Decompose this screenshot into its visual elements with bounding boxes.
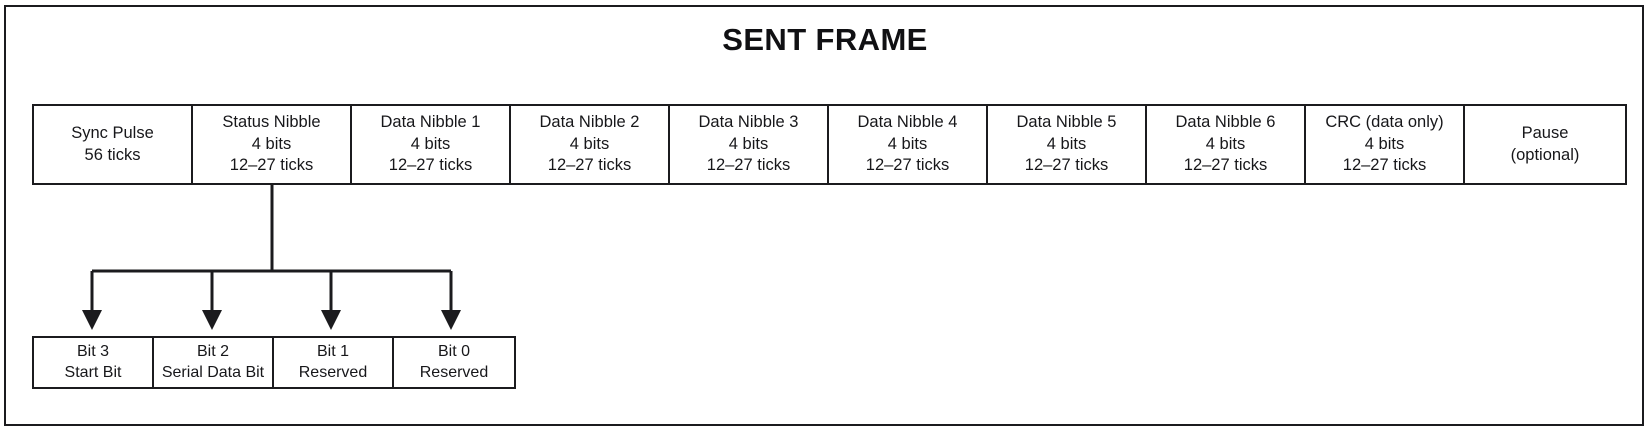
- frame-cell-ticks: 12–27 ticks: [706, 156, 791, 175]
- frame-cell-name: Data Nibble 5: [1016, 113, 1117, 132]
- frame-cell-name: Status Nibble: [222, 113, 321, 132]
- frame-cell-crc[interactable]: CRC (data only) 4 bits 12–27 ticks: [1306, 106, 1465, 183]
- frame-cell-data-nibble-2[interactable]: Data Nibble 2 4 bits 12–27 ticks: [511, 106, 670, 183]
- frame-cell-bits: 4 bits: [728, 134, 769, 153]
- frame-cell-name: Sync Pulse: [71, 124, 154, 143]
- frame-cell-bits: (optional): [1510, 145, 1580, 164]
- frame-cell-bits: 4 bits: [569, 134, 610, 153]
- frame-cell-data-nibble-4[interactable]: Data Nibble 4 4 bits 12–27 ticks: [829, 106, 988, 183]
- sent-frame-row: Sync Pulse 56 ticks Status Nibble 4 bits…: [32, 104, 1627, 185]
- frame-cell-bits: 56 ticks: [84, 145, 141, 164]
- frame-cell-ticks: 12–27 ticks: [1183, 156, 1268, 175]
- frame-cell-name: Pause: [1521, 124, 1569, 143]
- frame-cell-sync-pulse[interactable]: Sync Pulse 56 ticks: [34, 106, 193, 183]
- frame-cell-bits: 4 bits: [1046, 134, 1087, 153]
- frame-cell-name: Data Nibble 4: [857, 113, 958, 132]
- status-nibble-bit-row: Bit 3 Start Bit Bit 2 Serial Data Bit Bi…: [32, 336, 516, 389]
- page-title: SENT FRAME: [722, 22, 928, 57]
- frame-cell-bits: 4 bits: [1205, 134, 1246, 153]
- frame-cell-data-nibble-5[interactable]: Data Nibble 5 4 bits 12–27 ticks: [988, 106, 1147, 183]
- bit-role-label: Serial Data Bit: [161, 363, 265, 381]
- frame-cell-data-nibble-1[interactable]: Data Nibble 1 4 bits 12–27 ticks: [352, 106, 511, 183]
- bit-role-label: Reserved: [298, 363, 368, 381]
- frame-cell-ticks: 12–27 ticks: [865, 156, 950, 175]
- frame-cell-name: Data Nibble 1: [380, 113, 481, 132]
- frame-cell-bits: 4 bits: [410, 134, 451, 153]
- frame-cell-ticks: 12–27 ticks: [388, 156, 473, 175]
- frame-cell-data-nibble-3[interactable]: Data Nibble 3 4 bits 12–27 ticks: [670, 106, 829, 183]
- frame-cell-name: Data Nibble 2: [539, 113, 640, 132]
- bit-cell-bit-1[interactable]: Bit 1 Reserved: [274, 338, 394, 387]
- frame-cell-name: CRC (data only): [1325, 113, 1444, 132]
- frame-cell-bits: 4 bits: [251, 134, 292, 153]
- bit-cell-bit-3[interactable]: Bit 3 Start Bit: [34, 338, 154, 387]
- bit-index-label: Bit 3: [76, 343, 109, 361]
- frame-cell-bits: 4 bits: [887, 134, 928, 153]
- bit-role-label: Reserved: [419, 363, 489, 381]
- frame-cell-data-nibble-6[interactable]: Data Nibble 6 4 bits 12–27 ticks: [1147, 106, 1306, 183]
- frame-cell-status-nibble[interactable]: Status Nibble 4 bits 12–27 ticks: [193, 106, 352, 183]
- bit-cell-bit-0[interactable]: Bit 0 Reserved: [394, 338, 514, 387]
- frame-cell-ticks: 12–27 ticks: [1024, 156, 1109, 175]
- bit-index-label: Bit 0: [437, 343, 470, 361]
- frame-cell-name: Data Nibble 6: [1175, 113, 1276, 132]
- bit-index-label: Bit 2: [196, 343, 229, 361]
- bit-cell-bit-2[interactable]: Bit 2 Serial Data Bit: [154, 338, 274, 387]
- frame-cell-pause[interactable]: Pause (optional): [1465, 106, 1625, 183]
- frame-cell-ticks: 12–27 ticks: [229, 156, 314, 175]
- bit-index-label: Bit 1: [316, 343, 349, 361]
- frame-cell-ticks: 12–27 ticks: [547, 156, 632, 175]
- frame-cell-ticks: 12–27 ticks: [1342, 156, 1427, 175]
- frame-cell-name: Data Nibble 3: [698, 113, 799, 132]
- bit-role-label: Start Bit: [64, 363, 122, 381]
- frame-cell-bits: 4 bits: [1364, 134, 1405, 153]
